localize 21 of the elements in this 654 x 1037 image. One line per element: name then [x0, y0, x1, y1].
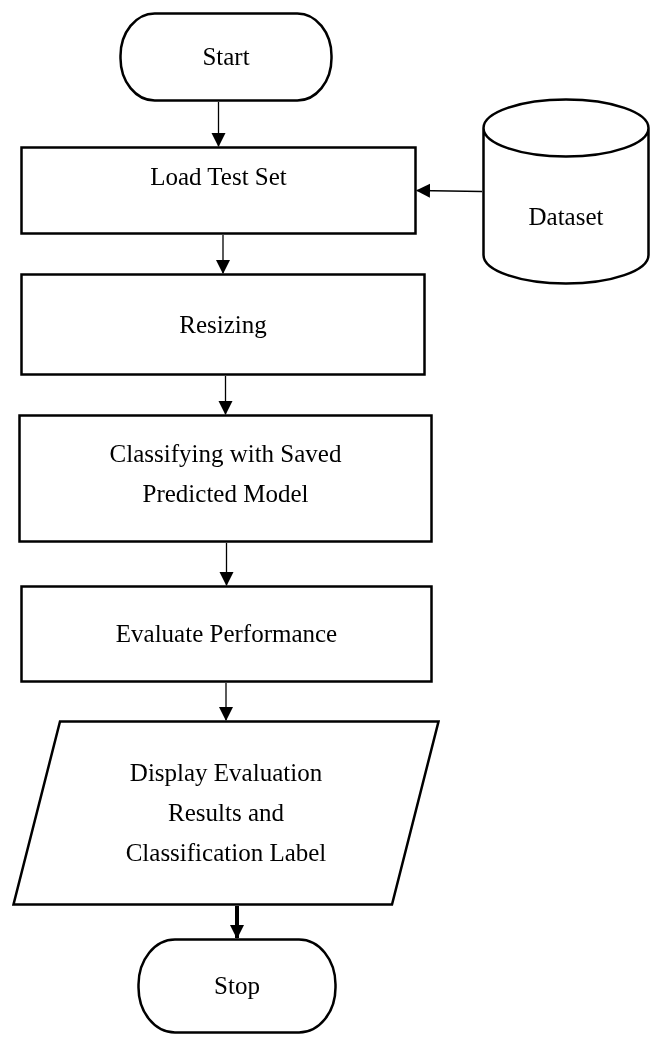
process-box [20, 273, 426, 376]
node-label: Display Evaluation Results and Classification Label [124, 758, 328, 868]
arrow [416, 183, 483, 198]
database-cylinder [482, 98, 650, 285]
process-box [18, 414, 433, 543]
node-label: Evaluate Performance [115, 619, 338, 649]
node-label: Stop [214, 971, 260, 1001]
node-label: Start [202, 42, 250, 72]
io-parallelogram [12, 720, 440, 906]
node-label: Resizing [179, 309, 267, 340]
arrow [219, 542, 234, 586]
node-label: Dataset [528, 201, 604, 232]
arrow [230, 906, 244, 939]
node-label: Classifying with Saved Predicted Model [108, 438, 343, 509]
node-label: Load Test Set [150, 161, 287, 192]
arrow [218, 375, 233, 415]
process-box [20, 146, 417, 235]
arrow [216, 234, 230, 274]
process-box [20, 585, 433, 683]
arrow [211, 101, 226, 147]
arrow [219, 682, 233, 721]
